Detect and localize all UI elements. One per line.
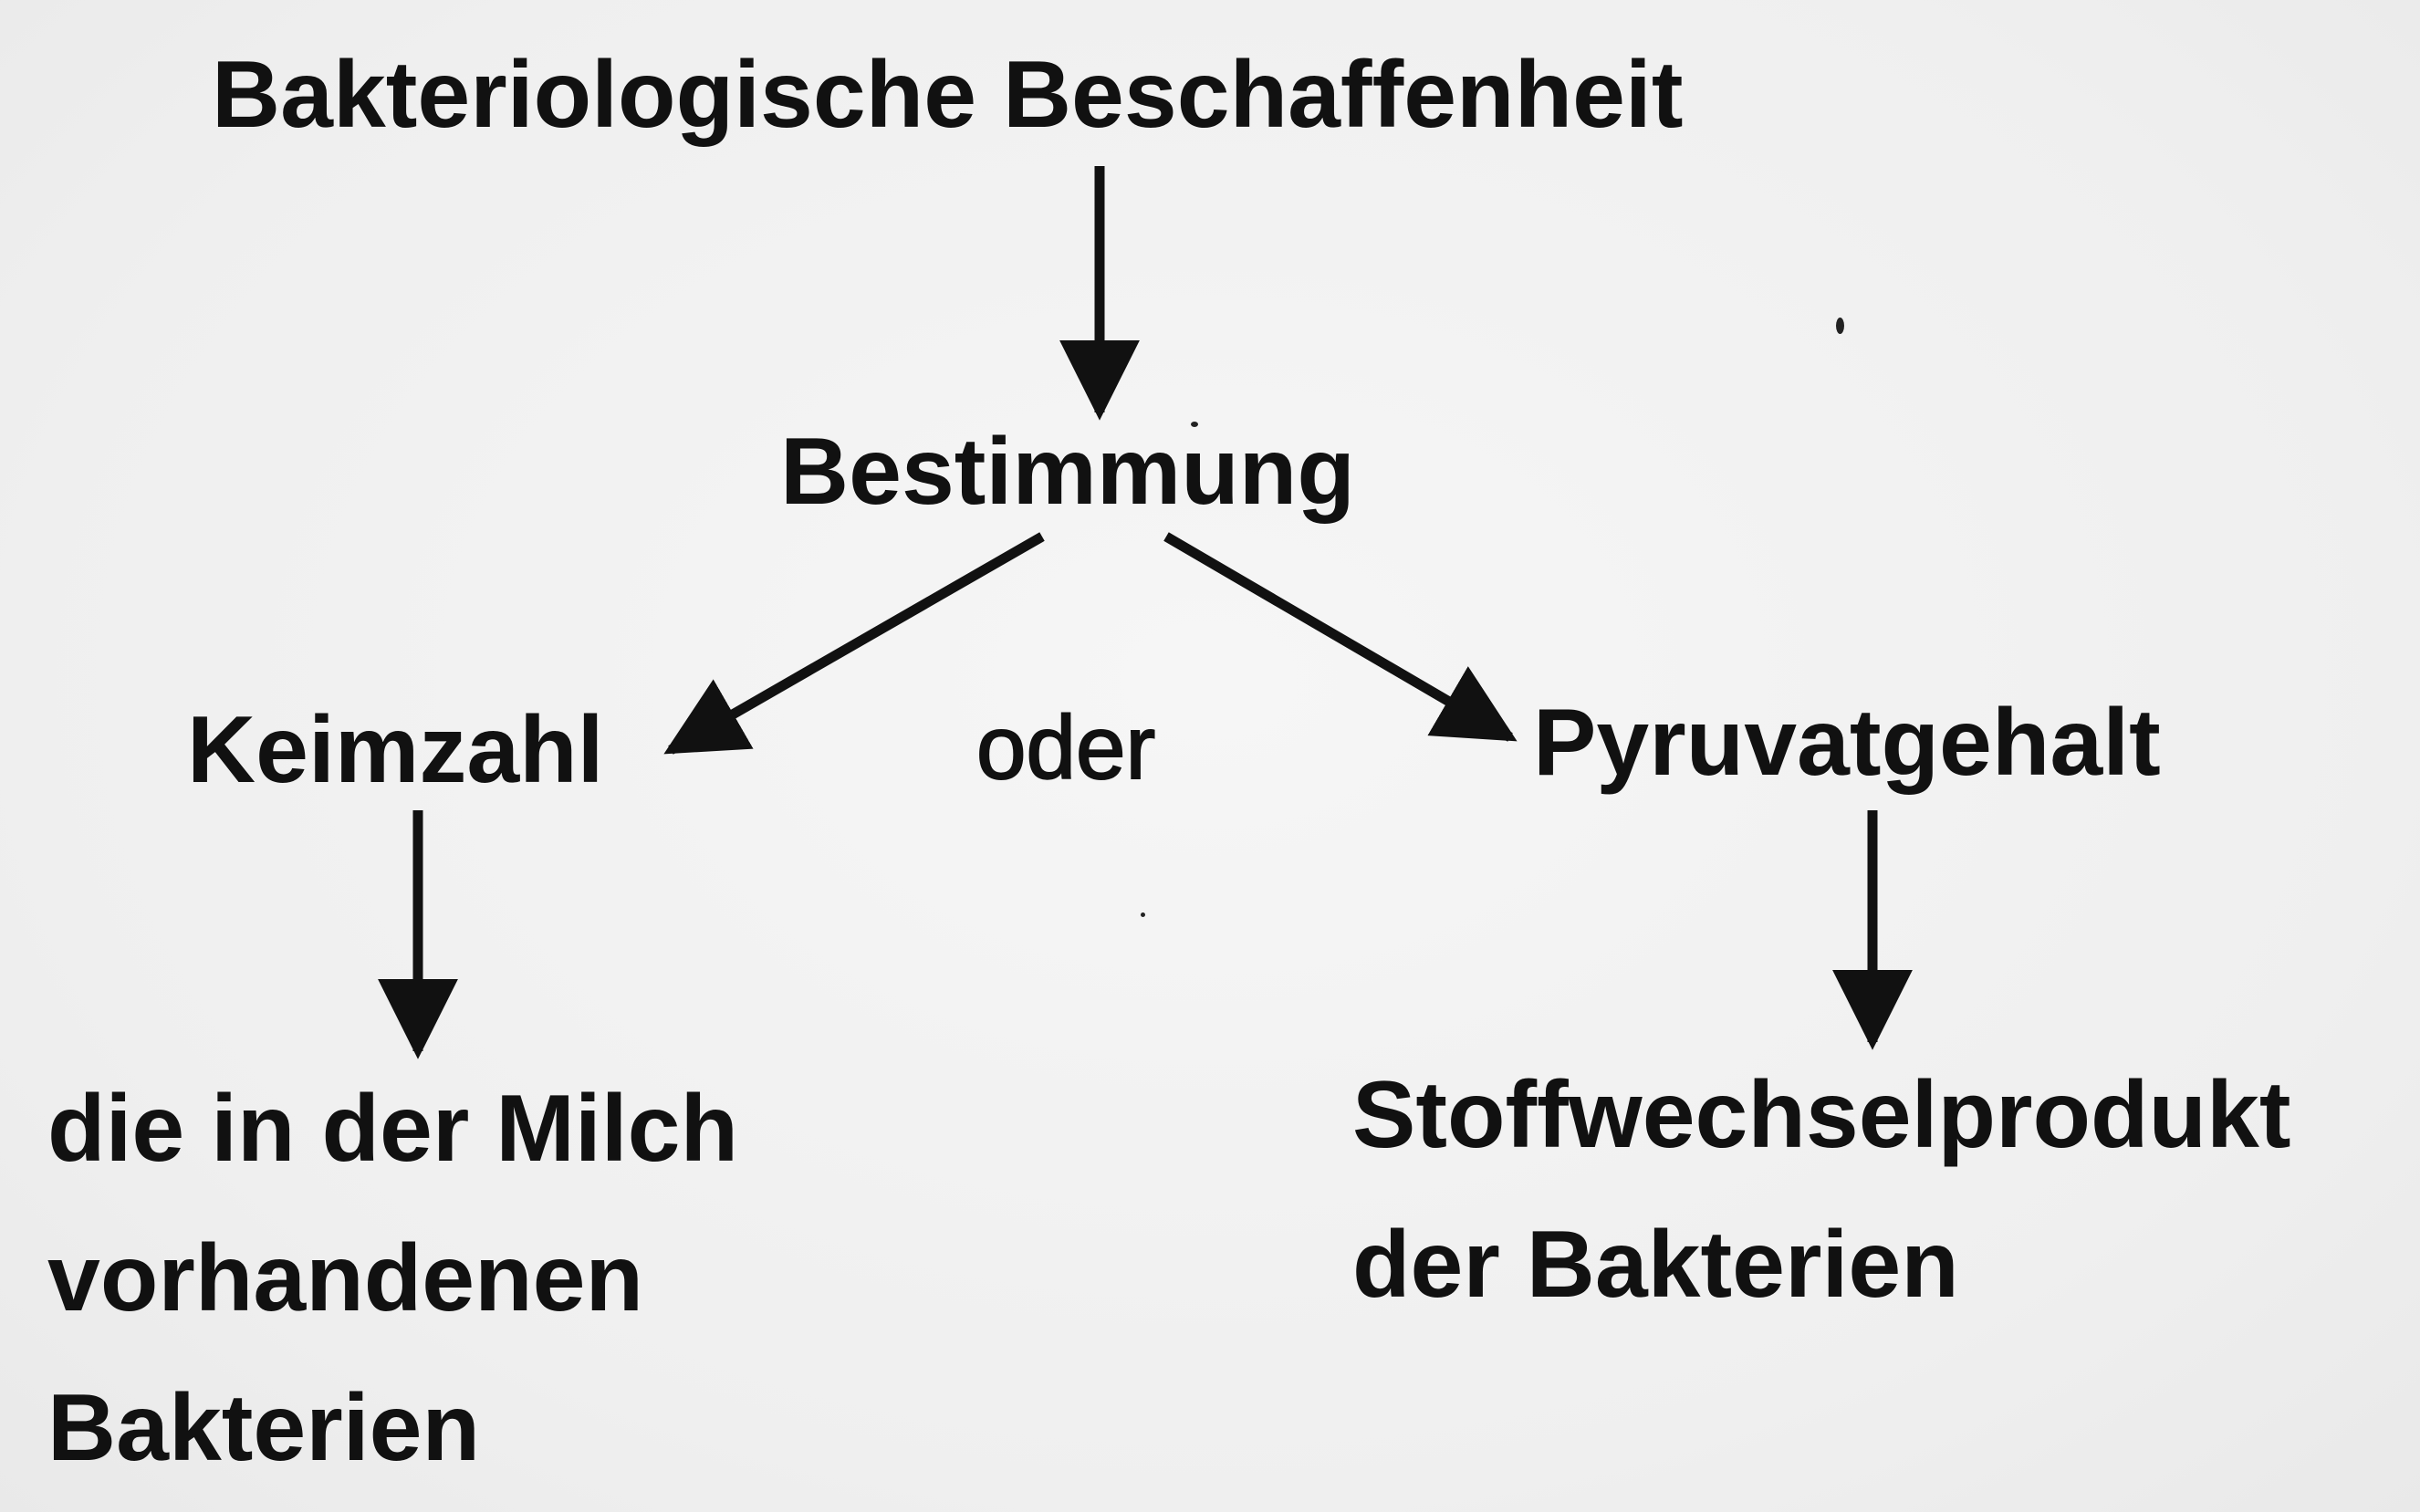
diagram-title: Bakteriologische Beschaffenheit (212, 42, 1684, 148)
keimzahl-description-line: die in der Milch (47, 1076, 738, 1182)
keimzahl-description-line: Bakterien (47, 1375, 480, 1481)
dust-speck (1836, 318, 1844, 334)
dust-speck (1191, 422, 1198, 427)
node-bestimmung: Bestimmung (780, 419, 1355, 525)
keimzahl-description-line: vorhandenen (47, 1225, 643, 1331)
connector-oder: oder (975, 697, 1156, 798)
arrow-bestimmung-to-keimzahl (663, 532, 1045, 755)
arrow-bestimmung-to-pyruvatgehalt (1163, 532, 1518, 742)
pyruvatgehalt-description-line: Stoffwechselprodukt (1352, 1062, 2291, 1168)
pyruvatgehalt-description-line: der Bakterien (1352, 1212, 1959, 1318)
node-keimzahl: Keimzahl (187, 697, 604, 803)
node-pyruvatgehalt: Pyruvatgehalt (1533, 690, 2161, 796)
dust-speck (1141, 912, 1145, 917)
pyruvatgehalt-description: Stoffwechselprodukt der Bakterien (1352, 1040, 2291, 1340)
keimzahl-description: die in der Milch vorhandenen Bakterien (47, 1054, 738, 1503)
